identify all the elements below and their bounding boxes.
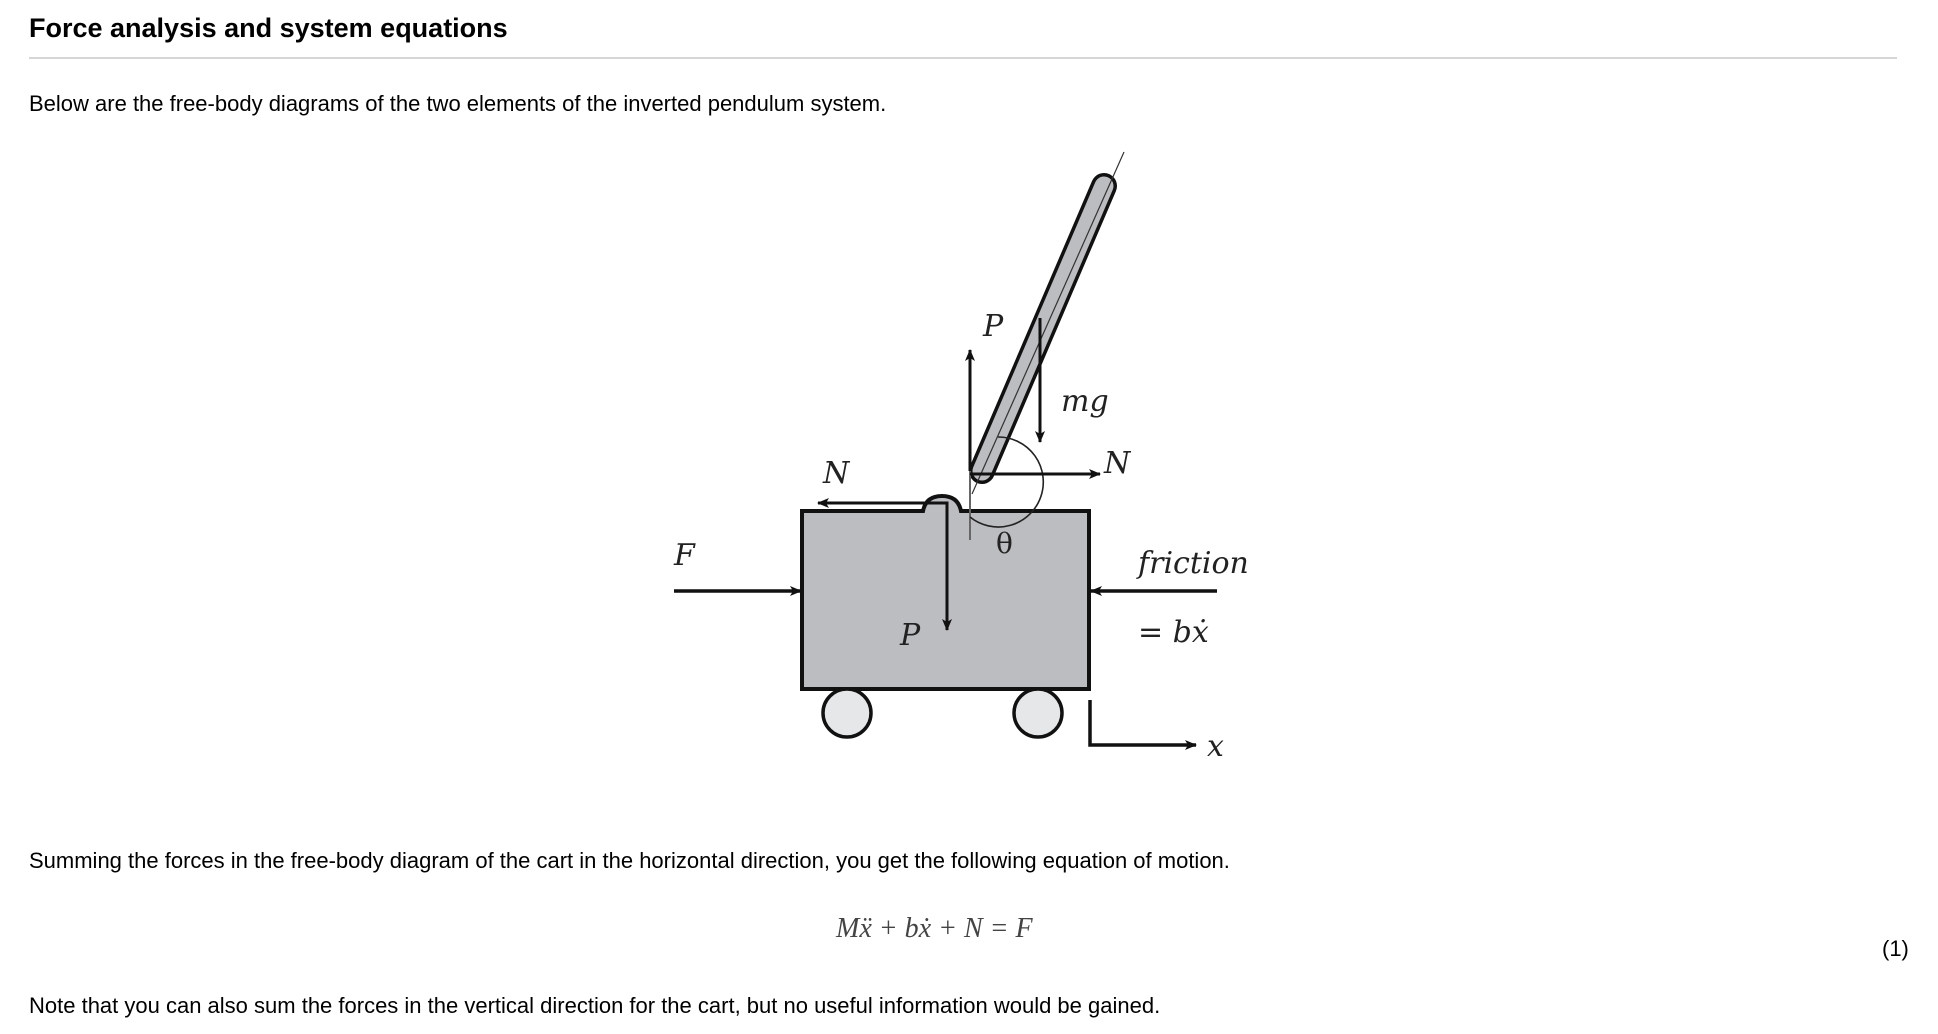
label-x-axis: x xyxy=(1207,729,1224,764)
label-theta: θ xyxy=(996,527,1013,560)
pendulum-rod xyxy=(969,151,1125,495)
section-title: Force analysis and system equations xyxy=(29,13,508,43)
equation-of-motion: Mẍ + bẋ + N = F xyxy=(836,913,1033,944)
equation-number: (1) xyxy=(1882,936,1909,961)
free-body-diagram: P mg N N F θ friction = bẋ P x xyxy=(640,140,1320,780)
label-n-left: N xyxy=(822,456,851,491)
intro-paragraph: Below are the free-body diagrams of the … xyxy=(29,91,887,116)
label-bxdot: = bẋ xyxy=(1138,615,1209,650)
wheel-right xyxy=(1012,687,1064,739)
label-friction: friction xyxy=(1136,546,1249,581)
label-p-top: P xyxy=(982,309,1004,344)
note-paragraph: Note that you can also sum the forces in… xyxy=(29,993,1161,1018)
label-p-cart: P xyxy=(899,618,921,653)
summing-paragraph: Summing the forces in the free-body diag… xyxy=(29,848,1230,873)
label-mg: mg xyxy=(1061,384,1109,419)
label-f: F xyxy=(673,538,696,573)
section-divider xyxy=(29,57,1897,59)
wheel-left xyxy=(821,687,873,739)
label-n-right: N xyxy=(1103,446,1132,481)
